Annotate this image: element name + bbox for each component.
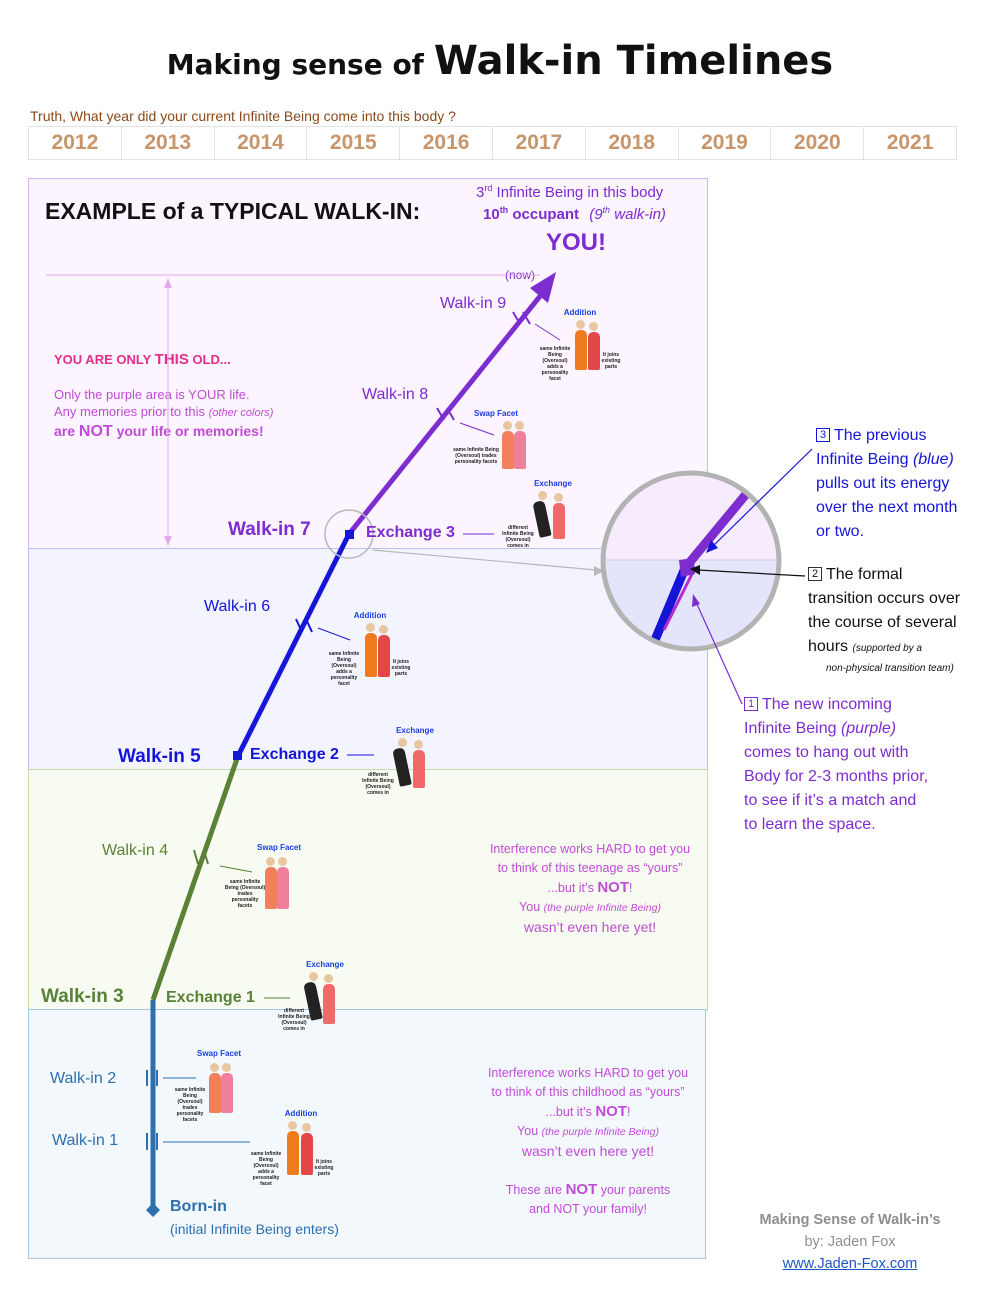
walkin-9-label: Walk-in 9	[440, 295, 507, 312]
exchange-3-label: Exchange 3	[366, 524, 455, 541]
born-in-sub: (initial Infinite Being enters)	[170, 1221, 339, 1237]
year-question: Truth, What year did your current Infini…	[30, 108, 456, 124]
childhood-note: Interference works HARD to get you to th…	[487, 1066, 689, 1216]
addition-card: Addition same Infinite Being (Oversoul) …	[539, 308, 621, 382]
born-in-label: Born-in	[170, 1198, 227, 1215]
year-option[interactable]: 2013	[122, 127, 215, 159]
teenage-note: Interference works HARD to get you to th…	[489, 842, 691, 935]
exchange-card: Exchange different Infinite Being (Overs…	[362, 726, 434, 796]
walkin-4-label: Walk-in 4	[102, 842, 169, 859]
title-prefix: Making sense of	[166, 48, 424, 81]
page-title: Making sense of Walk-in Timelines	[0, 38, 1000, 84]
walkin-1-label: Walk-in 1	[52, 1132, 119, 1149]
band-steel	[28, 1009, 706, 1259]
year-option[interactable]: 2015	[307, 127, 401, 159]
example-title: EXAMPLE of a TYPICAL WALK-IN:	[45, 198, 421, 224]
born-in-diamond	[146, 1203, 160, 1217]
age-note-line2: Only the purple area is YOUR life.	[54, 387, 250, 402]
walkin-5-label: Walk-in 5	[118, 746, 201, 767]
zoom-source-circle	[324, 509, 374, 559]
exchange-card: Exchange different Infinite Being (Overs…	[502, 479, 572, 549]
credit-link[interactable]: www.Jaden-Fox.com	[782, 1256, 918, 1272]
swap-facet-card: Swap Facet same Infinite Being (Oversoul…	[453, 409, 549, 489]
credit-author: by: Jaden Fox	[804, 1234, 896, 1250]
band-green	[28, 769, 708, 1011]
addition-card: Addition same Infinite Being (Oversoul) …	[328, 611, 411, 687]
age-note-line3: Any memories prior to this (other colors…	[54, 404, 274, 419]
age-note-heading: YOU ARE ONLY THIS OLD...	[54, 351, 231, 368]
credit-block: Making Sense of Walk-in’s by: Jaden Fox …	[735, 1209, 965, 1275]
age-note-line4: are NOT your life or memories!	[54, 423, 264, 440]
now-arrowhead	[530, 272, 556, 303]
exchange-1-label: Exchange 1	[166, 989, 255, 1006]
exchange-card: Exchange different Infinite Being (Overs…	[278, 960, 344, 1032]
exchange-2-label: Exchange 2	[250, 746, 339, 763]
year-option[interactable]: 2021	[886, 131, 934, 154]
year-selector: 2012 2013 2014 2015 2016 2017 2018 2019 …	[28, 126, 957, 160]
occupant-line2: 10th occupant (9th walk-in)	[483, 205, 666, 223]
credit-title: Making Sense of Walk-in’s	[759, 1212, 941, 1228]
title-main: Walk-in Timelines	[433, 38, 834, 84]
year-option[interactable]: 2014	[215, 127, 308, 159]
you-label: YOU!	[546, 229, 606, 256]
addition-card: Addition same Infinite Being (Oversoul) …	[250, 1109, 334, 1187]
year-option[interactable]: 2019	[679, 127, 772, 159]
timeline-blue	[235, 532, 352, 758]
year-option[interactable]: 2020	[771, 127, 865, 159]
zoom-circle	[600, 470, 782, 652]
timeline-green	[150, 755, 241, 1001]
walkin-8-label: Walk-in 8	[362, 386, 429, 403]
timeline-purple	[347, 288, 547, 536]
year-option[interactable]: 2017	[493, 127, 586, 159]
walkin5-marker	[233, 751, 242, 760]
swap-facet-card: Swap Facet same Infinite Being (Oversoul…	[224, 843, 301, 909]
year-option[interactable]: 2018	[586, 127, 679, 159]
walkin-3-label: Walk-in 3	[41, 986, 124, 1007]
walkin-7-label: Walk-in 7	[228, 519, 311, 540]
walkin7-marker	[345, 530, 354, 539]
year-option[interactable]: 2016	[400, 127, 493, 159]
swap-facet-card: Swap Facet same Infinite Being (Oversoul…	[174, 1049, 241, 1123]
walkin-6-label: Walk-in 6	[204, 598, 271, 615]
year-option[interactable]: 2012	[29, 127, 122, 159]
walkin-2-label: Walk-in 2	[50, 1070, 117, 1087]
occupant-line1: 3rd Infinite Being in this body	[476, 183, 664, 201]
